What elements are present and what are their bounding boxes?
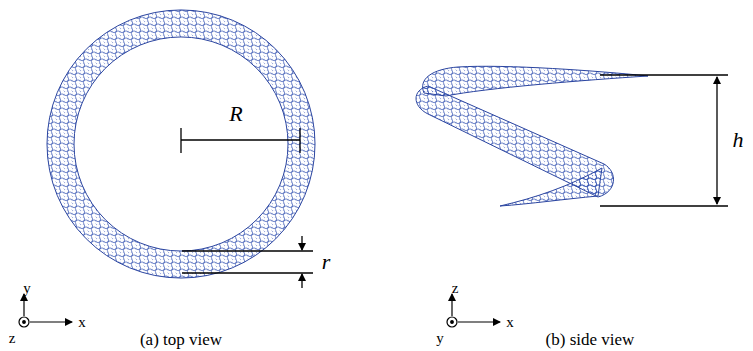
height-dimension — [600, 75, 728, 206]
panel-caption: (a) top view — [140, 331, 222, 348]
axis-triad — [447, 294, 500, 327]
axis-triad — [19, 294, 72, 327]
axis-label: y — [436, 331, 444, 346]
dimension-label: h — [733, 129, 744, 151]
dimension-label: r — [322, 251, 331, 273]
panel-caption: (b) side view — [546, 331, 635, 348]
axis-label: z — [452, 281, 459, 296]
axis-label: z — [9, 331, 16, 346]
tube-radius-dimension — [182, 236, 313, 288]
helix-tube — [416, 66, 648, 206]
radius-dimension — [181, 128, 300, 153]
axis-label: x — [78, 315, 86, 330]
dimension-label: R — [229, 103, 242, 125]
torus-ring — [47, 10, 315, 278]
axis-label: x — [506, 315, 514, 330]
axis-label: y — [23, 281, 31, 296]
